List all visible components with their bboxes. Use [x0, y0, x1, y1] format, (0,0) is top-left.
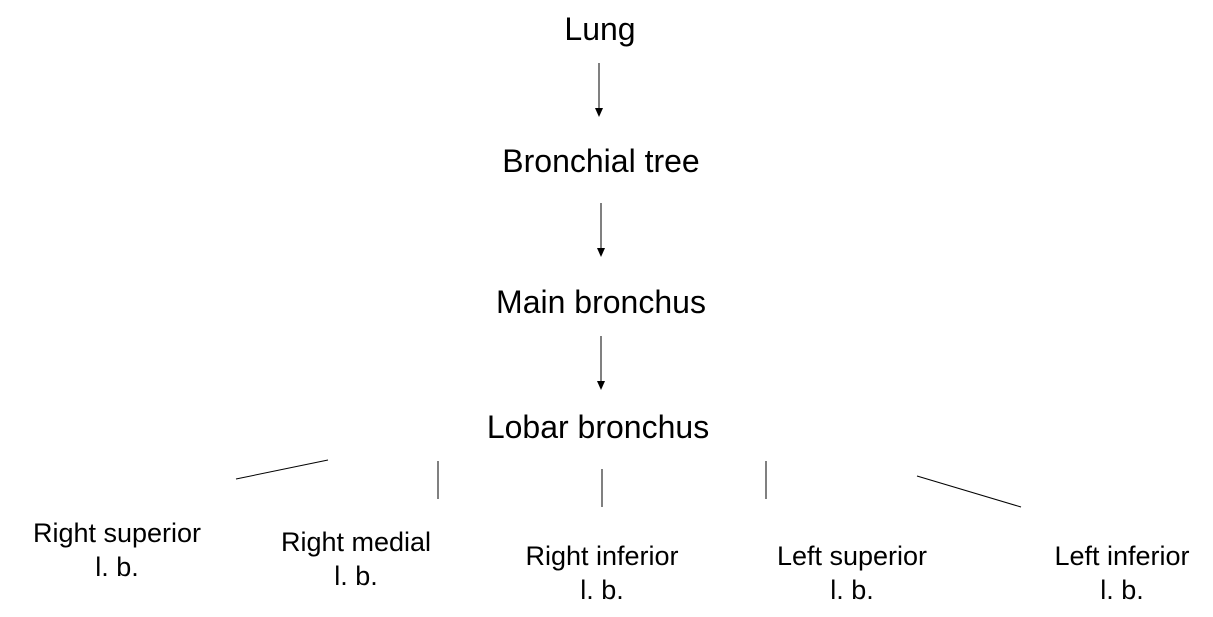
- node-label-line1: Right inferior: [525, 541, 679, 571]
- node-right-inferior: Right inferior l. b.: [525, 539, 678, 607]
- node-label-line2: l. b.: [1100, 575, 1144, 605]
- node-right-superior: Right superior l. b.: [33, 516, 201, 584]
- node-label-line2: l. b.: [334, 561, 378, 591]
- node-label-line2: l. b.: [580, 575, 624, 605]
- node-lobar-bronchus: Lobar bronchus: [486, 409, 710, 445]
- node-right-medial: Right medial l. b.: [281, 525, 431, 593]
- node-lung: Lung: [564, 11, 636, 47]
- node-left-inferior: Left inferior l. b.: [1054, 539, 1189, 607]
- node-label-line1: Right medial: [280, 527, 432, 557]
- node-left-superior: Left superior l. b.: [777, 539, 927, 607]
- node-label-line1: Left inferior: [1054, 541, 1190, 571]
- node-label-line1: Right superior: [32, 518, 202, 548]
- node-main-bronchus: Main bronchus: [496, 284, 706, 320]
- arrow-lung-to-bronchial-tree: [595, 63, 603, 117]
- arrow-bronchial-tree-to-main-bronchus: [597, 203, 605, 257]
- node-label-line2: l. b.: [830, 575, 874, 605]
- node-label-line1: Left superior: [776, 541, 928, 571]
- arrow-main-bronchus-to-lobar-bronchus: [597, 336, 605, 390]
- node-label-line2: l. b.: [95, 552, 139, 582]
- branch-line-left-inferior: [916, 475, 1022, 508]
- branch-line-right-superior: [235, 459, 329, 480]
- node-bronchial-tree: Bronchial tree: [502, 143, 700, 179]
